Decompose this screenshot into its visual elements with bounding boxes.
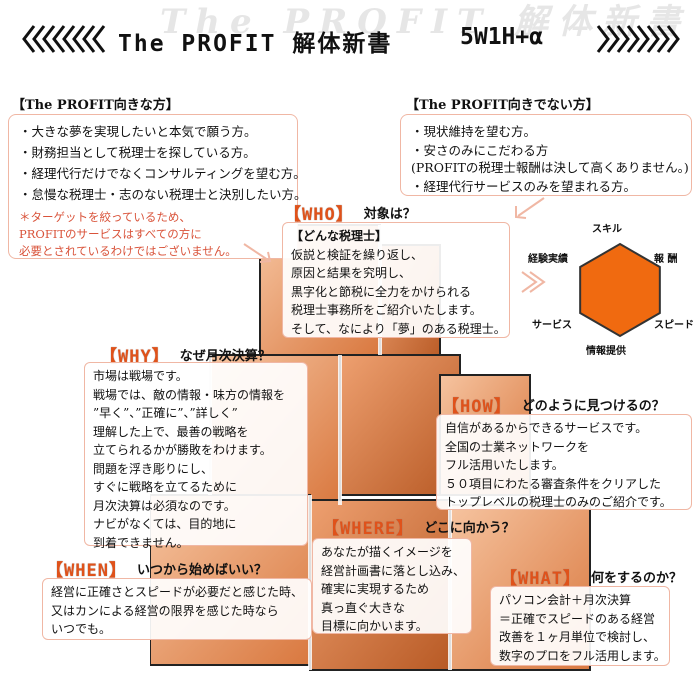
how-line: ５０項目にわたる審査条件をクリアした <box>445 476 662 491</box>
left-chevrons-icon <box>22 25 106 53</box>
what-label: 【WHAT】 <box>500 569 581 589</box>
where-label: 【WHERE】 <box>322 519 415 539</box>
radar-label-experience: 経験実績 <box>528 254 568 265</box>
when-box: 経営に正確さとスピードが必要だと感じた時、 又はカンによる経営の限界を感じた時な… <box>42 578 312 640</box>
radar-label-speed: スピード <box>654 320 694 331</box>
radar-label-skill: スキル <box>592 224 622 235</box>
radar-label-info: 情報提供 <box>586 346 626 357</box>
suitable-note: PROFITのサービスはすべての方に <box>19 227 202 241</box>
how-box: 自信があるからできるサービスです。 全国の士業ネットワークを フル活用いたします… <box>436 414 692 510</box>
suitable-item: ・経理代行だけでなくコンサルティングを望む方。 <box>19 166 306 181</box>
how-line: トップレベルの税理士のみのご紹介です。 <box>445 495 672 509</box>
right-chevrons-icon <box>596 25 680 53</box>
who-line: 仮説と検証を繰り返し、 <box>291 247 424 262</box>
why-box: 市場は戦場です。 戦場では、敵の情報・味方の情報を ”早く”、”正確に”、”詳し… <box>84 362 308 550</box>
unsuitable-item: ・現状維持を望む方。 <box>411 124 537 139</box>
unsuitable-title: 【The PROFIT向きでない方】 <box>406 98 599 113</box>
why-question: なぜ月次決算？ <box>179 349 271 364</box>
suitable-item: ・大きな夢を実現したいと本気で願う方。 <box>19 124 257 139</box>
how-question: どのように見つけるの？ <box>521 399 665 414</box>
who-label: 【WHO】 <box>284 205 354 225</box>
unsuitable-panel: ・現状維持を望む方。 ・安さのみにこだわる方 (PROFITの税理士報酬は決して… <box>400 114 692 196</box>
who-line: そして、なにより「夢」のある税理士。 <box>291 321 506 336</box>
where-line: 経営計画書に落とし込み、 <box>321 563 466 578</box>
page-subtitle: 5W1H+α <box>460 24 544 50</box>
radar-label-service: サービス <box>532 320 572 331</box>
what-line: パソコン会計＋月次決算 <box>499 593 632 607</box>
where-line: 目標に向かいます。 <box>321 619 428 633</box>
unsuitable-item: ・経理代行サービスのみを望まれる方。 <box>411 179 637 194</box>
why-line: 問題を浮き彫りにし、 <box>93 461 214 476</box>
how-line: フル活用いたします。 <box>445 458 564 472</box>
what-box: パソコン会計＋月次決算 ＝正確でスピードのある経営 改善を１ヶ月単位で検討し、 … <box>490 586 670 666</box>
where-line: あなたが描くイメージを <box>321 545 453 559</box>
who-line: 黒字化と節税に全力をかけられる <box>291 284 472 299</box>
who-box: 【どんな税理士】 仮説と検証を繰り返し、 原因と結果を究明し、 黒字化と節税に全… <box>282 222 510 338</box>
radar-label-fee: 報 酬 <box>654 254 678 265</box>
radar-area <box>579 242 661 338</box>
what-heading: 【WHAT】 何をするのか？ <box>500 564 682 589</box>
what-question: 何をするのか？ <box>590 571 682 586</box>
why-line: ナビがなくては、目的地に <box>93 517 237 531</box>
suitable-title: 【The PROFIT向きな方】 <box>12 98 179 113</box>
suitable-item: ・財務担当として税理士を探している方。 <box>19 145 256 160</box>
radar-chart <box>579 242 661 338</box>
why-line: 月次決算は必須なのです。 <box>93 498 236 513</box>
how-label: 【HOW】 <box>442 397 512 417</box>
why-line: 到着できません。 <box>93 535 189 550</box>
when-label: 【WHEN】 <box>46 561 127 581</box>
what-line: 数字のプロをフル活用します。 <box>499 648 666 663</box>
header-ghost-text: The PROFIT 解体新書 <box>160 2 691 42</box>
how-heading: 【HOW】 どのように見つけるの？ <box>442 392 665 417</box>
who-box-title: 【どんな税理士】 <box>291 229 388 243</box>
suitable-note: 必要とされているわけではございません。 <box>19 244 237 258</box>
why-line: すぐに戦略を立てるために <box>93 480 238 494</box>
when-line: いつでも。 <box>51 622 112 636</box>
when-heading: 【WHEN】 いつから始めばいい？ <box>46 556 267 581</box>
why-line: 戦場では、敵の情報・味方の情報を <box>93 387 286 402</box>
suitable-item: ・怠慢な税理士・志のない税理士と決別したい方。 <box>19 187 307 202</box>
where-line: 真っ直ぐ大きな <box>321 600 406 615</box>
unsuitable-item: ・安さのみにこだわる方 <box>411 143 549 158</box>
who-question: 対象は？ <box>363 207 416 222</box>
when-line: 経営に正確さとスピードが必要だと感じた時、 <box>51 585 304 599</box>
when-line: 又はカンによる経営の限界を感じた時なら <box>51 603 279 618</box>
arrow-right-down-icon <box>243 243 272 263</box>
header: The PROFIT 解体新書 The PROFIT 解体新書 5W1H+α <box>0 0 700 78</box>
what-line: ＝正確でスピードのある経営 <box>499 611 656 626</box>
how-line: 自信があるからできるサービスです。 <box>445 421 648 435</box>
where-heading: 【WHERE】 どこに向かう？ <box>322 514 515 539</box>
suitable-panel: ・大きな夢を実現したいと本気で願う方。 ・財務担当として税理士を探している方。 … <box>8 114 307 259</box>
what-line: 改善を１ヶ月単位で検討し、 <box>499 630 656 644</box>
suitable-note: ＊ターゲットを絞っているため、 <box>19 210 191 224</box>
why-line: 理解した上で、最善の戦略を <box>93 424 249 439</box>
why-line: 立てられるかが勝敗をわけます。 <box>93 443 272 457</box>
why-line: ”早く”、”正確に”、”詳しく” <box>93 406 238 420</box>
where-question: どこに向かう？ <box>424 521 515 536</box>
where-box: あなたが描くイメージを 経営計画書に落とし込み、 確実に実現するため 真っ直ぐ大… <box>312 538 472 634</box>
who-line: 税理士事務所をご紹介いたします。 <box>291 303 482 317</box>
unsuitable-item: (PROFITの税理士報酬は決して高くありません。) <box>411 160 689 175</box>
radar-labels: スキル 報 酬 スピード 情報提供 サービス 経験実績 <box>528 222 700 357</box>
arrow-right-icon <box>521 271 546 293</box>
who-heading: 【WHO】 対象は？ <box>284 200 416 225</box>
why-line: 市場は戦場です。 <box>93 369 188 383</box>
page-title: The PROFIT 解体新書 <box>118 31 393 57</box>
how-line: 全国の士業ネットワークを <box>445 439 590 454</box>
arrow-left-down-icon <box>515 197 545 219</box>
who-line: 原因と結果を究明し、 <box>291 266 412 280</box>
where-line: 確実に実現するため <box>321 582 430 596</box>
when-question: いつから始めばいい？ <box>136 563 267 578</box>
